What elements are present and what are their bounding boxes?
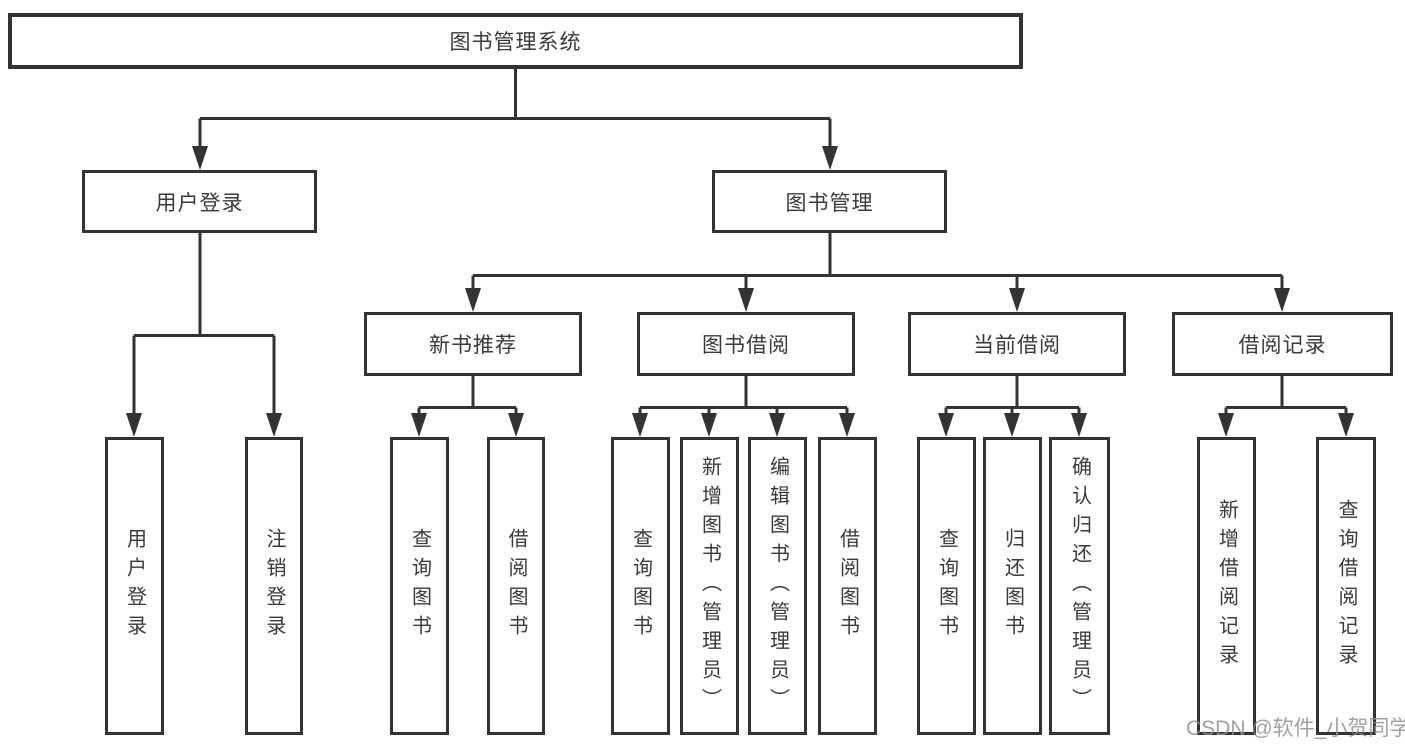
leaf-user-login-label: 用户登录 [123,528,146,644]
leaf-borrow-books-recommend-label: 借阅图书 [505,528,527,644]
leaf-query-books-recommend: 查询图书 [390,437,449,735]
leaf-query-borrow-record: 查询借阅记录 [1316,437,1376,735]
leaf-edit-books-admin: 编辑图书（管理员） [748,437,807,735]
leaf-logout-label: 注销登录 [263,528,285,644]
leaf-return-books: 归还图书 [983,437,1042,735]
leaf-add-books-admin: 新增图书（管理员） [680,437,739,735]
leaf-query-books-current-label: 查询图书 [935,528,958,644]
leaf-borrow-books-recommend: 借阅图书 [487,437,545,735]
leaf-confirm-return-admin-label: 确认归还（管理员） [1068,455,1091,717]
node-new-book-recommendation: 新书推荐 [364,312,582,376]
leaf-user-login: 用户登录 [105,437,164,735]
node-borrowing-records-label: 借阅记录 [1238,334,1327,357]
leaf-edit-books-admin-label: 编辑图书（管理员） [766,455,789,717]
leaf-return-books-label: 归还图书 [1001,528,1024,644]
leaf-query-borrow-record-label: 查询借阅记录 [1335,499,1357,673]
node-book-borrowing-label: 图书借阅 [702,334,790,357]
leaf-query-books-recommend-label: 查询图书 [408,528,431,644]
node-library-management-system: 图书管理系统 [8,13,1023,69]
node-book-management: 图书管理 [712,170,947,233]
leaf-query-books-current: 查询图书 [917,437,976,735]
leaf-borrow-books-label: 借阅图书 [836,528,859,644]
leaf-add-books-admin-label: 新增图书（管理员） [698,455,721,717]
leaf-query-books-borrowing-label: 查询图书 [629,528,652,644]
leaf-query-books-borrowing: 查询图书 [611,437,670,735]
node-user-login-label: 用户登录 [155,191,244,215]
node-borrowing-records: 借阅记录 [1172,312,1393,376]
leaf-confirm-return-admin: 确认归还（管理员） [1049,437,1110,735]
node-library-management-system-label: 图书管理系统 [449,31,582,54]
node-new-book-recommendation-label: 新书推荐 [429,334,517,357]
connector-arrowheads [126,146,1354,437]
node-current-borrowing: 当前借阅 [908,312,1126,376]
node-book-management-label: 图书管理 [785,191,874,215]
node-current-borrowing-label: 当前借阅 [973,334,1061,357]
node-book-borrowing: 图书借阅 [637,312,855,376]
leaf-add-borrow-record-label: 新增借阅记录 [1215,499,1238,673]
leaf-borrow-books: 借阅图书 [818,437,877,735]
node-user-login: 用户登录 [82,170,317,233]
connector-lines [132,69,1348,417]
leaf-add-borrow-record: 新增借阅记录 [1197,437,1256,735]
watermark: CSDN @软件_小贺同学 [1186,717,1405,740]
leaf-logout: 注销登录 [245,437,303,735]
